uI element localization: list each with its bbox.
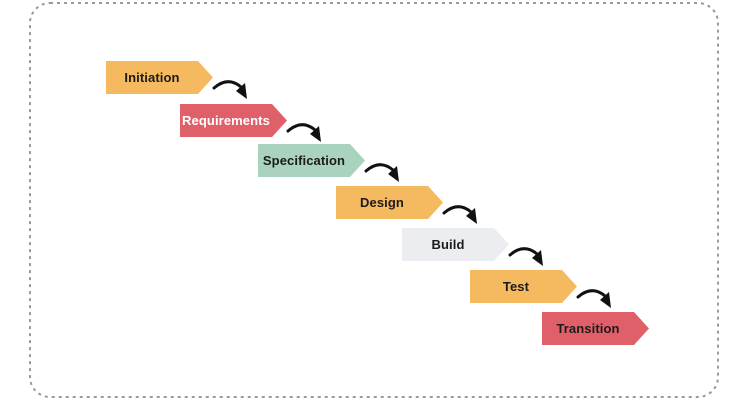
flow-arrow-head — [466, 208, 477, 224]
flow-arrow-curve — [364, 163, 395, 173]
flow-arrow-icon — [508, 247, 543, 266]
flow-arrow-head — [388, 166, 399, 182]
flow-arrow-head — [532, 250, 543, 266]
stage-label: Test — [502, 279, 530, 294]
flow-arrow-curve — [508, 247, 539, 257]
stage-block-build: Build — [402, 228, 509, 261]
stage-label: Transition — [556, 321, 620, 336]
flow-arrow-curve — [286, 123, 317, 133]
stage-label: Design — [360, 195, 404, 210]
stage-block-transition: Transition — [542, 312, 649, 345]
flow-arrow-head — [310, 126, 321, 142]
flow-arrow-icon — [364, 163, 399, 182]
stage-label: Build — [431, 237, 465, 252]
stage-label: Initiation — [124, 70, 180, 85]
stage-block-initiation: Initiation — [106, 61, 213, 94]
flow-arrow-icon — [576, 289, 611, 308]
stage-label: Requirements — [182, 113, 270, 128]
flow-arrow-curve — [212, 80, 243, 90]
flow-arrow-curve — [442, 205, 473, 215]
flow-arrow-head — [236, 83, 247, 99]
stage-block-test: Test — [470, 270, 577, 303]
flow-arrow-icon — [286, 123, 321, 142]
flow-arrow-head — [600, 292, 611, 308]
stage-label: Specification — [262, 153, 346, 168]
flow-arrow-curve — [576, 289, 607, 299]
flow-arrow-icon — [442, 205, 477, 224]
stage-block-design: Design — [336, 186, 443, 219]
flow-arrow-icon — [212, 80, 247, 99]
stage-block-specification: Specification — [258, 144, 365, 177]
stage-block-requirements: Requirements — [180, 104, 287, 137]
